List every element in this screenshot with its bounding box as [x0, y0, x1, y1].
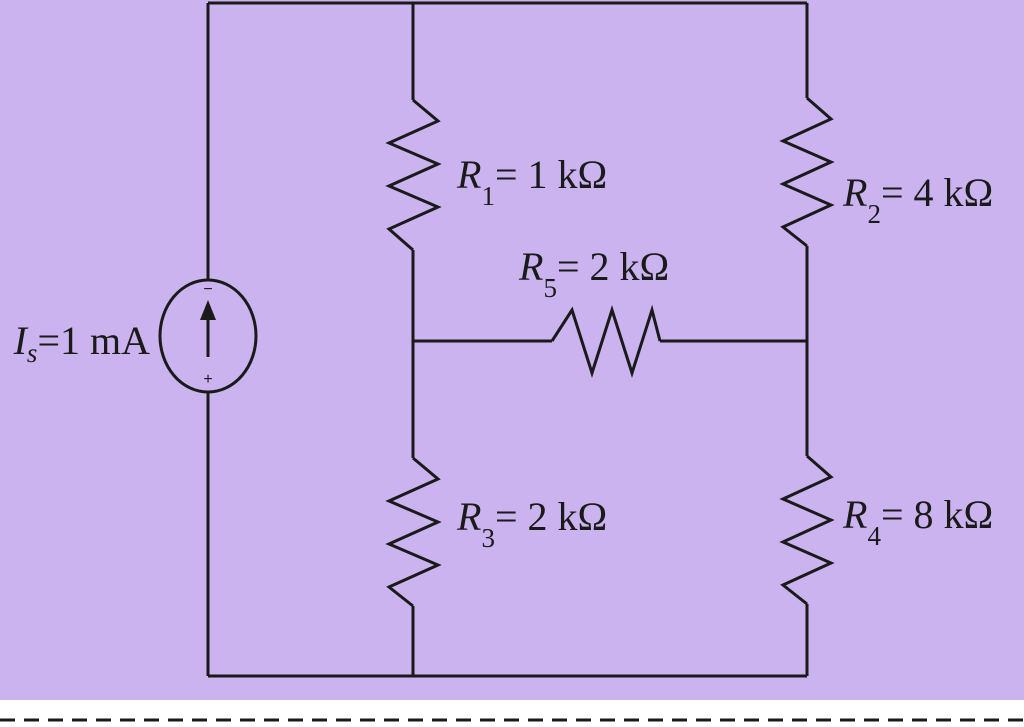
- r2-symbol: R: [842, 170, 867, 215]
- r3-value: = 2 kΩ: [495, 494, 607, 539]
- r5-value: = 2 kΩ: [557, 244, 669, 289]
- source-minus-mark: −: [203, 281, 212, 298]
- r3-index: 3: [481, 523, 495, 553]
- current-source-symbol: [158, 278, 258, 394]
- resistor-r5: [550, 304, 662, 378]
- resistor-r3: [385, 456, 442, 608]
- r2-index: 2: [867, 199, 881, 229]
- r3-label: R3= 2 kΩ: [456, 494, 607, 553]
- resistor-r4: [779, 454, 835, 606]
- r4-symbol: R: [842, 492, 867, 537]
- r4-value: = 8 kΩ: [881, 492, 993, 537]
- dashed-divider: [0, 718, 1024, 722]
- r2-value: = 4 kΩ: [881, 170, 993, 215]
- r1-label: R1= 1 kΩ: [456, 152, 607, 211]
- r5-symbol: R: [518, 244, 543, 289]
- r4-index: 4: [867, 521, 881, 551]
- r4-label: R4= 8 kΩ: [842, 492, 993, 551]
- r2-label: R2= 4 kΩ: [842, 170, 993, 229]
- r3-symbol: R: [456, 494, 481, 539]
- source-value: =1 mA: [37, 318, 150, 363]
- circuit-diagram: − + Is=1 mA R1= 1 kΩ R2= 4 kΩ R5= 2 kΩ R…: [0, 0, 1024, 700]
- r5-index: 5: [543, 273, 557, 303]
- r1-index: 1: [481, 181, 495, 211]
- source-symbol: I: [13, 318, 29, 363]
- r5-label: R5= 2 kΩ: [518, 244, 669, 303]
- source-subscript: s: [27, 338, 38, 368]
- resistor-r1: [385, 98, 442, 252]
- arrow-head-icon: [200, 300, 216, 320]
- source-label: Is=1 mA: [13, 318, 151, 368]
- resistor-r2: [779, 96, 835, 248]
- source-plus-mark: +: [203, 371, 212, 388]
- diagram-background: [0, 0, 1024, 700]
- r1-value: = 1 kΩ: [495, 152, 607, 197]
- r1-symbol: R: [456, 152, 481, 197]
